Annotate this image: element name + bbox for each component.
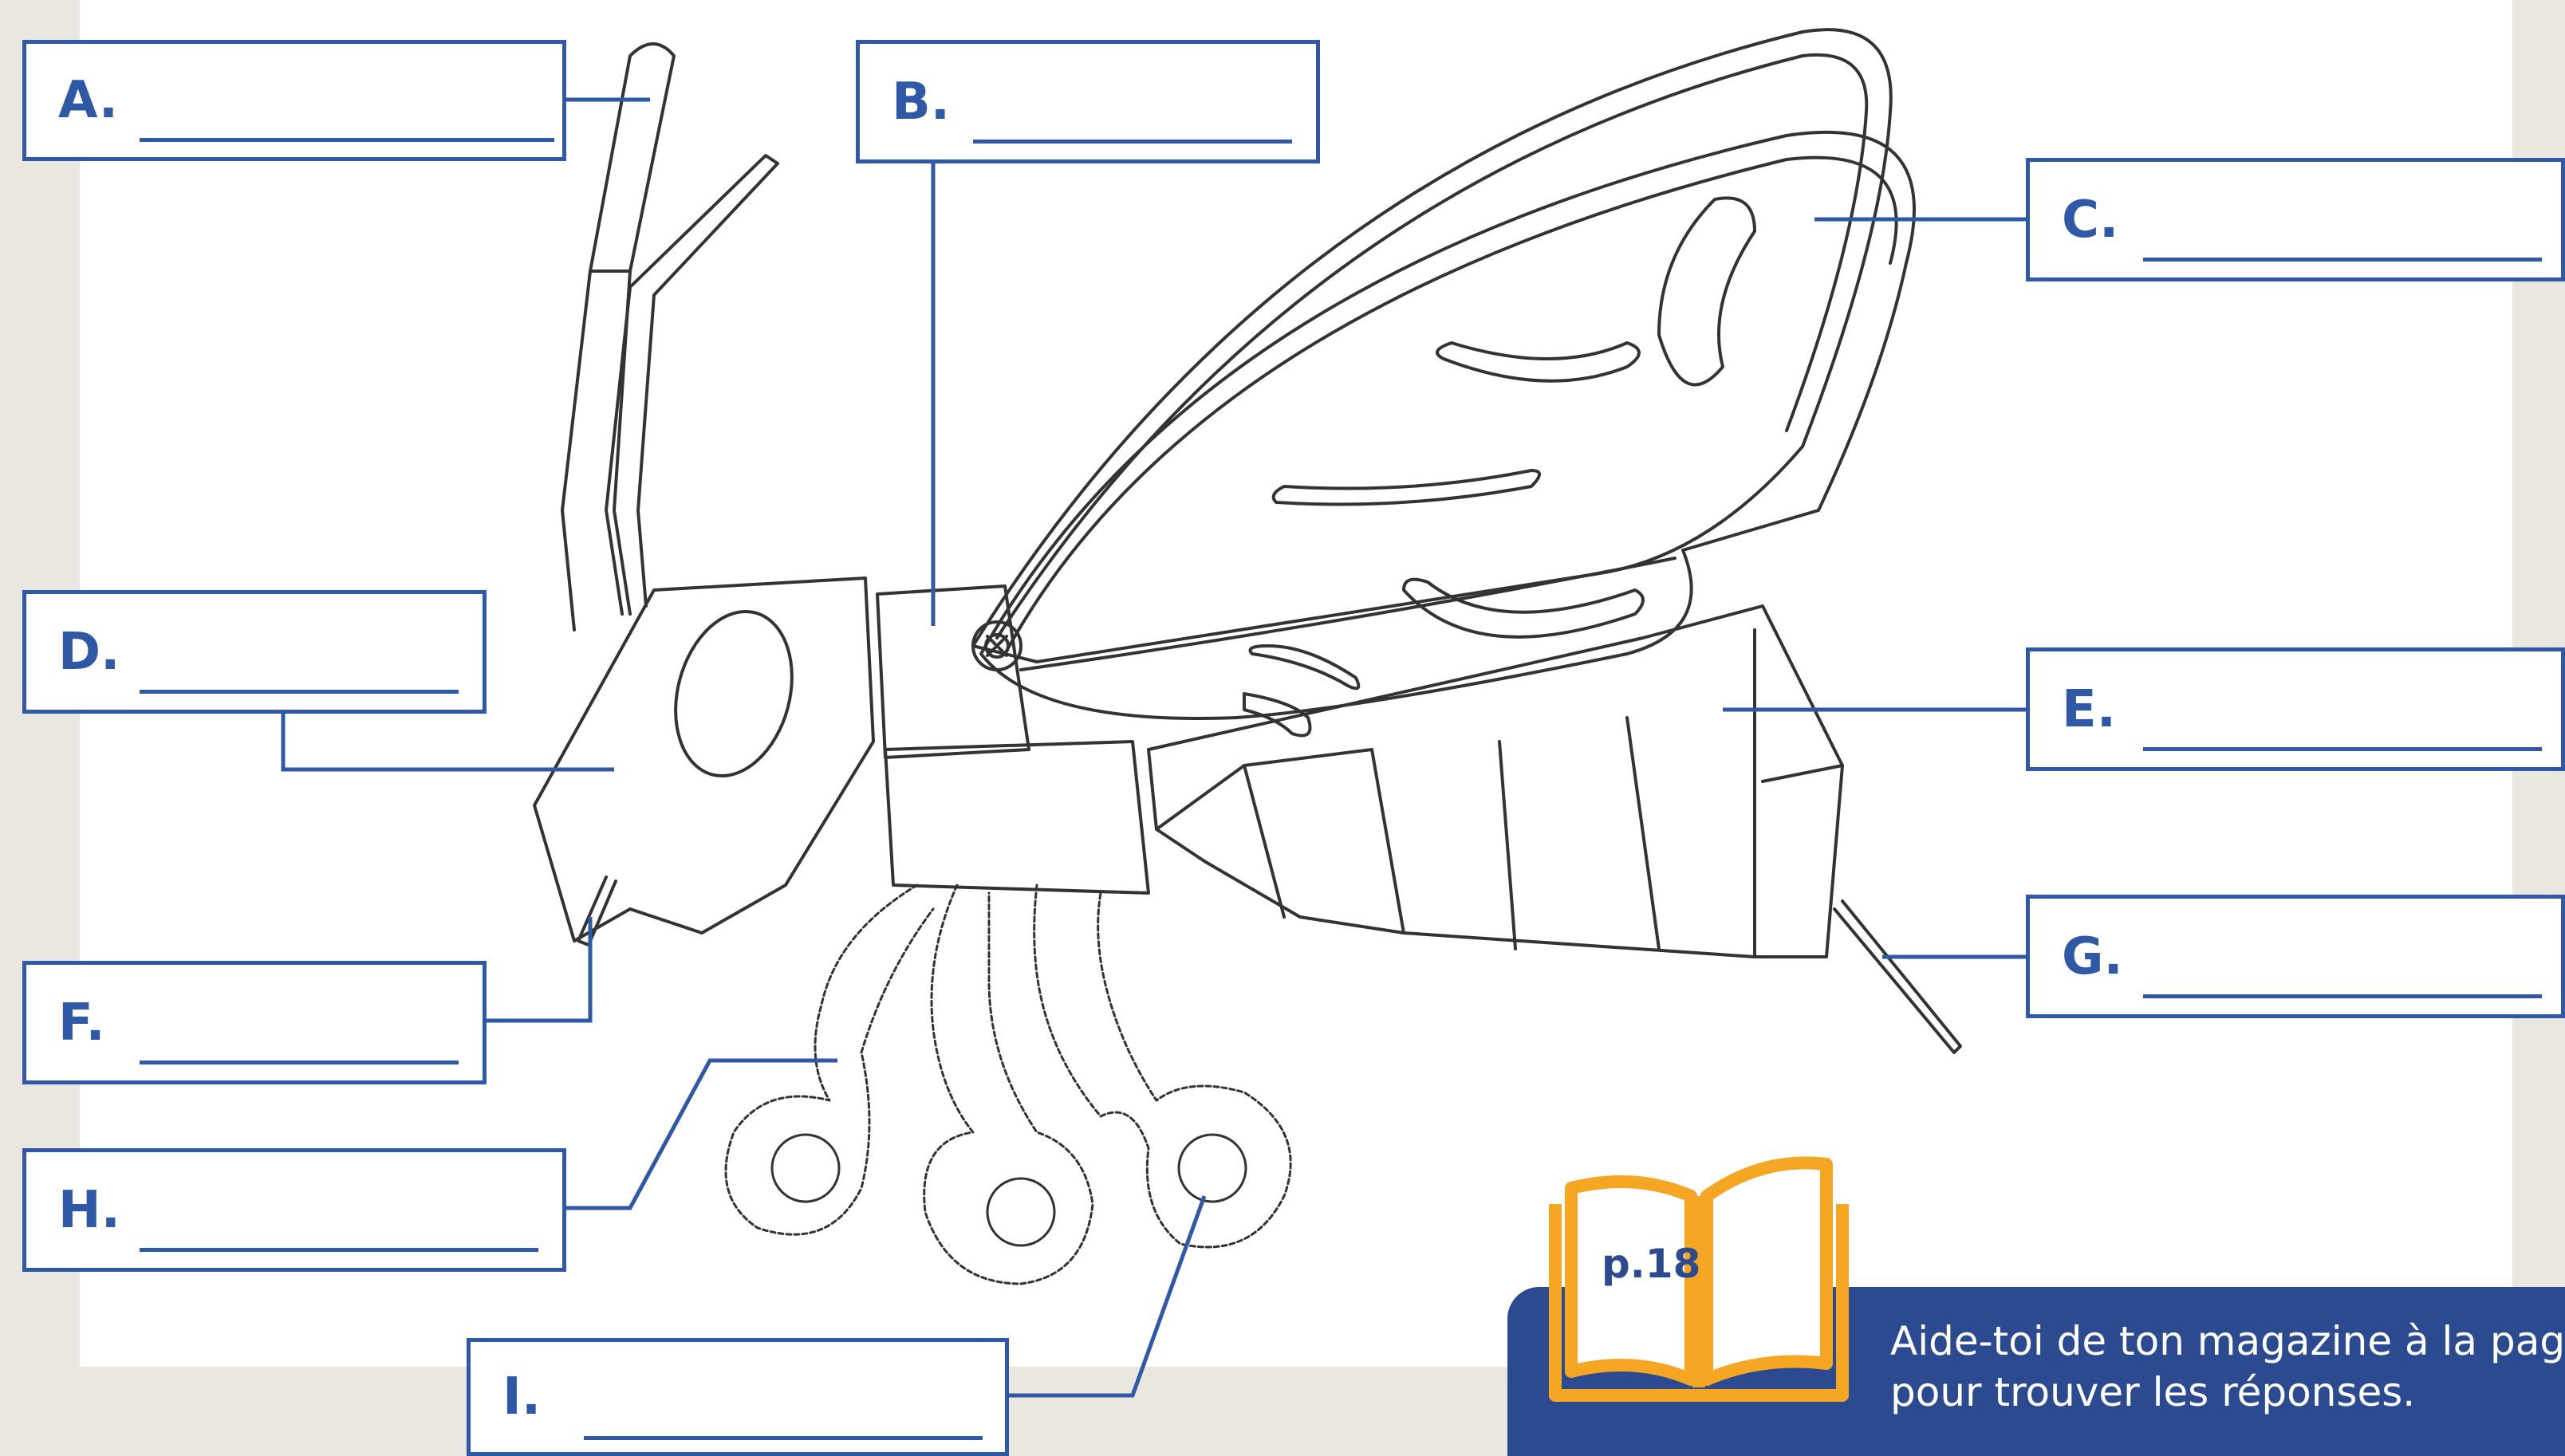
antenna-left (562, 44, 674, 630)
answer-line-g[interactable] (2143, 994, 2542, 998)
antenna-right (606, 155, 778, 614)
label-letter-e: E. (2030, 680, 2134, 739)
label-box-e: E. (2026, 647, 2565, 771)
answer-line-h[interactable] (140, 1248, 538, 1252)
tip-line-1: Aide-toi de ton magazine à la page 18 (1890, 1316, 2565, 1367)
label-letter-g: G. (2030, 927, 2134, 986)
moth-abdomen (1149, 606, 1842, 957)
label-box-d: D. (22, 590, 487, 714)
label-box-h: H. (22, 1148, 566, 1272)
answer-line-a[interactable] (140, 138, 554, 142)
answer-line-c[interactable] (2143, 258, 2542, 262)
label-letter-f: F. (26, 994, 130, 1053)
label-letter-d: D. (26, 623, 130, 682)
label-box-a: A. (22, 40, 566, 161)
page-reference: p.18 (1602, 1241, 1700, 1287)
label-letter-a: A. (26, 71, 130, 130)
label-box-i: I. (467, 1338, 1009, 1456)
label-box-b: B. (856, 40, 1320, 163)
label-letter-b: B. (860, 73, 963, 132)
label-box-c: C. (2026, 158, 2565, 281)
answer-line-f[interactable] (140, 1061, 459, 1064)
label-letter-i: I. (471, 1367, 574, 1426)
tip-text: Aide-toi de ton magazine à la page 18 po… (1890, 1316, 2565, 1418)
label-box-g: G. (2026, 895, 2565, 1018)
answer-line-d[interactable] (140, 690, 459, 694)
ovipositor (1834, 901, 1960, 1053)
answer-line-b[interactable] (973, 140, 1292, 144)
moth-head (534, 578, 873, 941)
tip-line-2: pour trouver les réponses. (1890, 1367, 2565, 1418)
label-letter-h: H. (26, 1181, 130, 1240)
moth-hindwing (981, 132, 1914, 736)
answer-line-e[interactable] (2143, 747, 2542, 751)
moth-legs (726, 885, 1290, 1284)
label-letter-c: C. (2030, 191, 2134, 250)
moth-thorax (877, 586, 1149, 893)
label-box-f: F. (22, 961, 487, 1084)
answer-line-i[interactable] (584, 1436, 983, 1440)
